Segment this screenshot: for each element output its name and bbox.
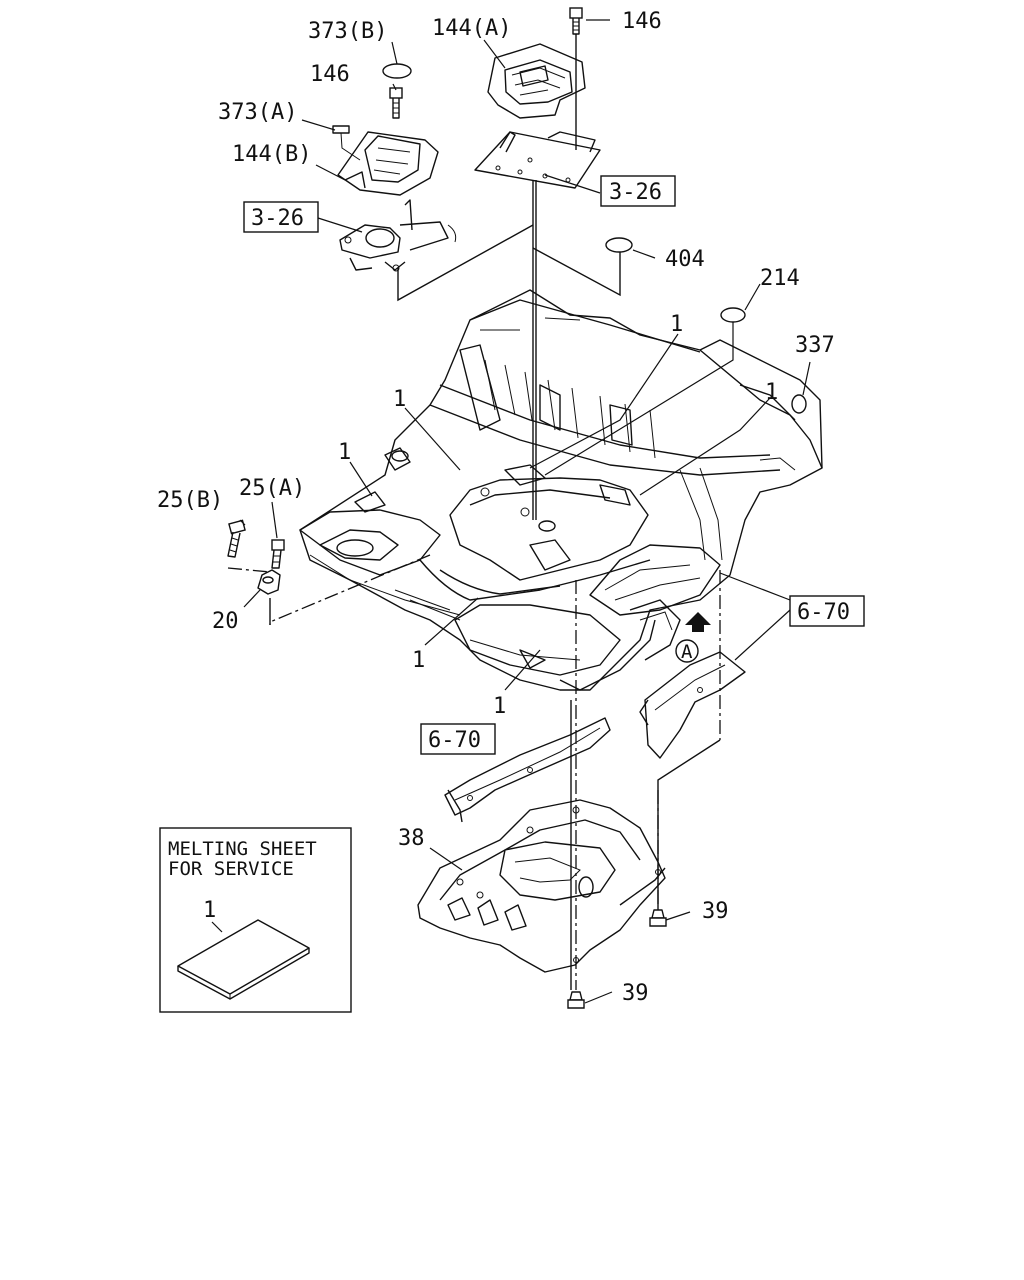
inset-title-line1: MELTING SHEET [168,838,317,860]
callout-39-upper: 39 [702,899,729,924]
console-144a [487,43,586,119]
callout-146-left: 146 [310,62,350,87]
callout-146-top: 146 [622,9,662,34]
bolt-39-lower [567,991,585,1009]
side-member-right [639,651,746,759]
side-member-left [444,717,611,823]
callout-404: 404 [665,247,705,272]
callout-373b: 373(B) [308,19,387,44]
bolt-25a [271,539,285,569]
refbox-3-26-right[interactable]: 3-26 [600,175,676,207]
refbox-3-26-right-label: 3-26 [609,180,662,205]
refbox-3-26-left-label: 3-26 [251,206,304,231]
leader-lines [239,19,811,1004]
refbox-6-70-right[interactable]: 6-70 [789,595,865,627]
callout-1-top: 1 [670,312,683,337]
plug-404 [605,237,633,253]
bolt-25b [227,519,246,558]
inset-title-line2: FOR SERVICE [168,858,294,880]
refbox-6-70-left-label: 6-70 [428,728,481,753]
callout-1-inset: 1 [203,898,216,923]
bracket-3-26-upper [474,131,601,189]
callout-144b: 144(B) [232,142,311,167]
melting-sheet [177,919,310,1000]
cap-373b [382,63,412,79]
bolt-146-top [569,7,583,35]
callout-337: 337 [795,333,835,358]
callout-1-left-upper: 1 [393,387,406,412]
refbox-6-70-left[interactable]: 6-70 [420,723,496,755]
callout-1-right: 1 [765,380,778,405]
callout-1-lower: 1 [412,648,425,673]
plug-214 [720,307,746,323]
callout-1-left: 1 [338,440,351,465]
view-marker-a-label: A [681,641,693,663]
under-cover-38 [417,799,666,973]
callout-1-bottom: 1 [493,694,506,719]
bolt-39-upper [649,909,667,927]
callout-38: 38 [398,826,425,851]
clip-373a [332,125,361,161]
callout-25a: 25(A) [239,476,305,501]
nut-20 [257,569,281,595]
inset-melting-sheet: MELTING SHEET FOR SERVICE 1 [159,827,352,1013]
explode-lines [227,34,721,990]
callout-373a: 373(A) [218,100,297,125]
direction-arrow [685,612,711,632]
refbox-6-70-right-label: 6-70 [797,600,850,625]
callout-20: 20 [212,609,239,634]
callout-39-lower: 39 [622,981,649,1006]
refbox-3-26-left[interactable]: 3-26 [243,201,319,233]
bolt-146-left [389,87,403,119]
plug-337 [791,394,807,414]
floor-panel [299,289,823,691]
callout-25b: 25(B) [157,488,223,513]
console-144b [337,131,439,196]
callout-144a: 144(A) [432,16,511,41]
view-marker-a: A [675,639,699,663]
callout-214: 214 [760,266,800,291]
shift-assembly [339,199,457,272]
